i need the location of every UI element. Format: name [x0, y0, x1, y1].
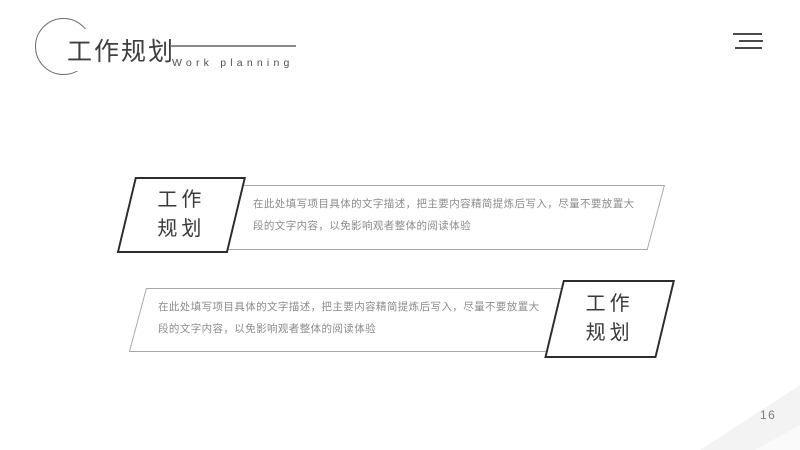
label-parallelogram: 工作 规划 [544, 280, 675, 358]
description-line: 在此处填写项目具体的文字描述，把主要内容精简提炼后写入，尽量不要放置大 [253, 198, 635, 210]
header-divider [171, 45, 296, 47]
description-line: 在此处填写项目具体的文字描述，把主要内容精简提炼后写入，尽量不要放置大 [158, 301, 540, 313]
description-line: 段的文字内容，以免影响观者整体的阅读体验 [158, 322, 376, 335]
label-parallelogram: 工作 规划 [116, 177, 246, 253]
label-text: 工作 规划 [128, 179, 235, 251]
label-text: 工作 规划 [556, 282, 664, 356]
description-text: 在此处填写项目具体的文字描述，把主要内容精简提炼后写入，尽量不要放置大 段的文字… [158, 297, 578, 340]
label-line: 工作 [157, 189, 206, 211]
label-line: 规划 [157, 218, 206, 240]
page-number: 16 [760, 408, 777, 422]
description-line: 段的文字内容，以免影响观者整体的阅读体验 [253, 219, 471, 232]
label-line: 规划 [585, 322, 634, 344]
hamburger-bar-bottom [735, 47, 762, 49]
label-line: 工作 [585, 293, 634, 315]
description-text: 在此处填写项目具体的文字描述，把主要内容精简提炼后写入，尽量不要放置大 段的文字… [253, 194, 673, 237]
page-subtitle: Work planning [172, 57, 294, 69]
hamburger-menu-icon [733, 32, 763, 50]
hamburger-bar-middle [739, 40, 763, 42]
page-title: 工作规划 [64, 29, 181, 71]
hamburger-bar-top [733, 33, 762, 35]
